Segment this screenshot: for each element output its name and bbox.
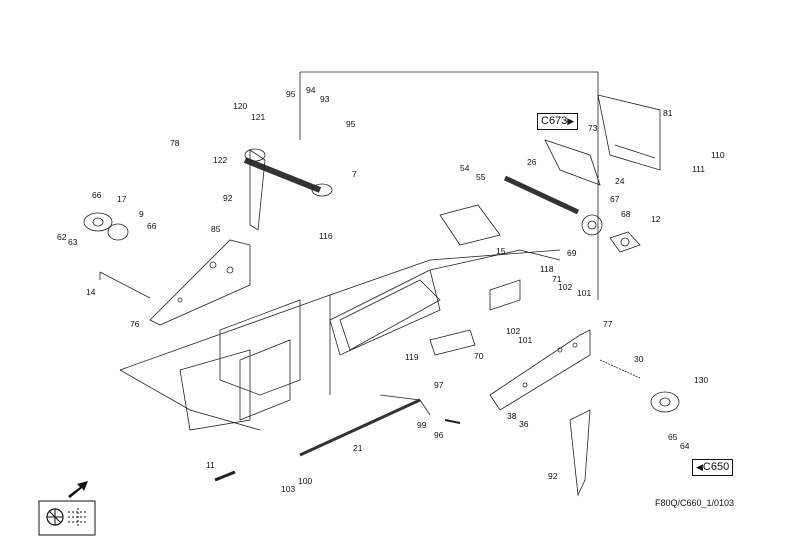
triangle-left-icon: ◀: [696, 462, 703, 472]
part-label: 67: [610, 194, 620, 204]
part-label: 55: [476, 172, 486, 182]
part-label: 81: [663, 108, 673, 118]
part-label: 101: [518, 335, 532, 345]
part-label: 66: [147, 221, 157, 231]
part-label: 92: [548, 471, 558, 481]
part-label: 21: [353, 443, 363, 453]
part-label: 102: [506, 326, 520, 336]
part-label: 15: [496, 246, 506, 256]
part-label: 120: [233, 101, 247, 111]
part-label: 85: [211, 224, 221, 234]
part-label: 116: [319, 231, 333, 241]
part-label: 11: [206, 460, 215, 470]
part-label: 101: [577, 288, 591, 298]
part-label: 111: [692, 164, 705, 174]
part-label: 119: [405, 352, 419, 362]
part-label: 100: [298, 476, 312, 486]
part-label: 12: [651, 214, 661, 224]
part-label: 62: [57, 232, 67, 242]
part-label: 17: [117, 194, 127, 204]
part-label: 102: [558, 282, 572, 292]
part-label: 97: [434, 380, 444, 390]
part-label: 118: [540, 264, 554, 274]
drawing-lines: [83, 71, 680, 497]
part-label: 95: [346, 119, 356, 129]
part-label: 130: [694, 375, 708, 385]
part-label: 71: [552, 274, 562, 284]
part-label: 54: [460, 163, 470, 173]
part-label: 99: [417, 420, 427, 430]
part-label: 73: [588, 123, 598, 133]
drawing-code: F80Q/C660_1/0103: [655, 498, 735, 508]
part-label: 7: [352, 169, 357, 179]
part-label: 26: [527, 157, 537, 167]
direction-arrow-icon: [68, 481, 88, 498]
machine-section-icon: [38, 500, 96, 536]
part-label: 93: [320, 94, 330, 104]
part-label: 68: [621, 209, 631, 219]
part-label: 63: [68, 237, 78, 247]
triangle-right-icon: ▶: [567, 116, 575, 126]
part-label: 24: [615, 176, 625, 186]
reference-box-c673[interactable]: C673▶: [537, 113, 579, 130]
part-label: 77: [603, 319, 613, 329]
part-label: 64: [680, 441, 690, 451]
part-label: 38: [507, 411, 517, 421]
part-label: 92: [223, 193, 233, 203]
part-label: 103: [281, 484, 295, 494]
part-label: 94: [306, 85, 316, 95]
part-label: 69: [567, 248, 577, 258]
reference-box-c650[interactable]: ◀C650: [692, 459, 734, 476]
part-label: 70: [474, 351, 484, 361]
part-label: 96: [434, 430, 444, 440]
part-label: 66: [92, 190, 102, 200]
part-label: 14: [86, 287, 96, 297]
part-label: 36: [519, 419, 529, 429]
part-label: 110: [711, 150, 725, 160]
part-label: 9: [139, 209, 144, 219]
part-label: 78: [170, 138, 180, 148]
part-label: 121: [251, 112, 265, 122]
part-label: 30: [634, 354, 644, 364]
part-label: 76: [130, 319, 140, 329]
part-label: 95: [286, 89, 296, 99]
part-label: 65: [668, 432, 678, 442]
part-label: 122: [213, 155, 227, 165]
